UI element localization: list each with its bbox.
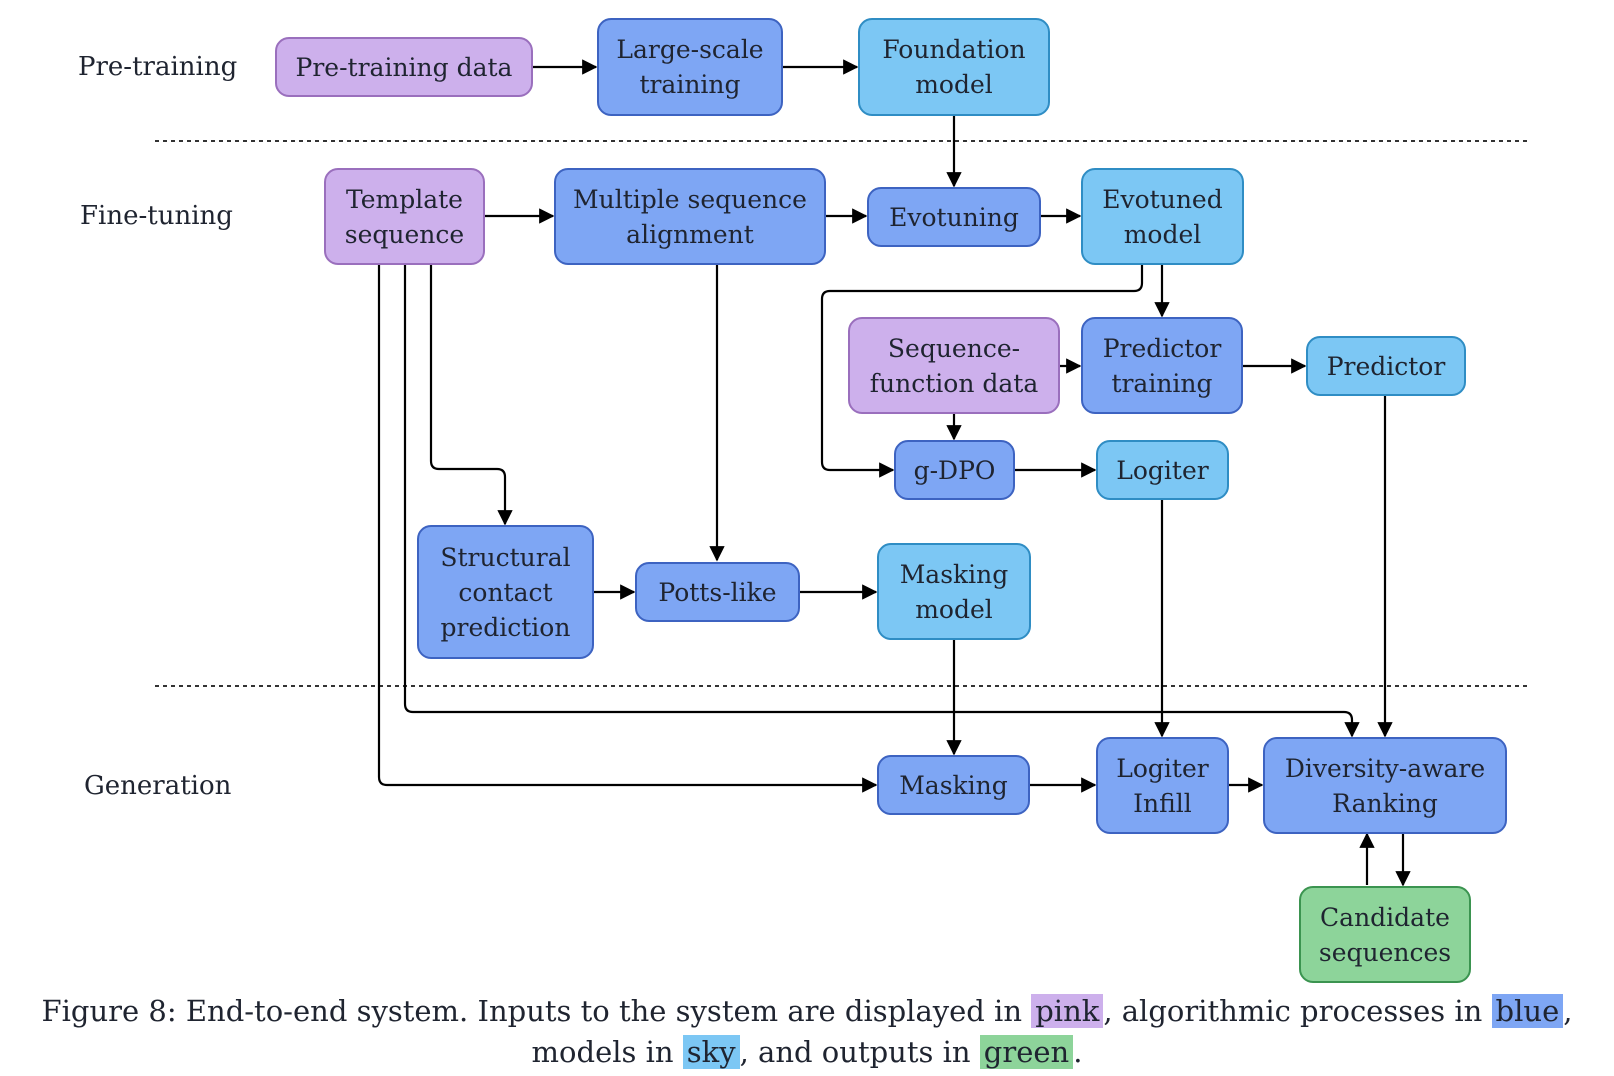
node-gdpo: g-DPO <box>894 440 1015 500</box>
node-sequence-function-data-label: Sequence- function data <box>869 333 1039 398</box>
node-foundation-model: Foundation model <box>858 18 1050 116</box>
node-gdpo-label: g-DPO <box>913 455 996 485</box>
edge-template-to-masking <box>377 265 878 793</box>
caption-prefix: Figure 8: End-to-end system. Inputs to t… <box>41 994 1023 1028</box>
node-evotuned-model-label: Evotuned model <box>1102 184 1223 249</box>
node-potts-like-label: Potts-like <box>658 577 777 607</box>
node-logiter-infill: Logiter Infill <box>1096 737 1229 834</box>
edge-template-to-structural <box>429 265 513 526</box>
node-logiter-label: Logiter <box>1116 455 1209 485</box>
node-msa: Multiple sequence alignment <box>554 168 826 265</box>
node-evotuning: Evotuning <box>867 187 1041 247</box>
node-logiter: Logiter <box>1096 440 1229 500</box>
node-large-scale-training-label: Large-scale training <box>616 35 764 99</box>
edge-evotuned-to-gdpo <box>820 265 1144 478</box>
node-candidate-sequences: Candidate sequences <box>1299 886 1471 983</box>
node-template-sequence-label: Template sequence <box>344 184 465 249</box>
caption-end: . <box>1073 1035 1083 1069</box>
node-msa-label: Multiple sequence alignment <box>573 184 807 249</box>
node-evotuned-model: Evotuned model <box>1081 168 1244 265</box>
caption-sky-swatch: sky <box>682 1035 740 1069</box>
node-structural-contact: Structural contact prediction <box>417 525 594 659</box>
node-masking-label: Masking <box>899 770 1008 800</box>
node-predictor: Predictor <box>1306 336 1466 396</box>
caption-blue-swatch: blue <box>1491 994 1564 1028</box>
caption-after-sky: , and outputs in <box>739 1035 971 1069</box>
node-diversity-ranking-label: Diversity-aware Ranking <box>1284 753 1486 818</box>
node-large-scale-training: Large-scale training <box>597 18 783 116</box>
node-structural-contact-label: Structural contact prediction <box>440 542 571 642</box>
node-foundation-model-label: Foundation model <box>882 35 1026 99</box>
node-masking-model-label: Masking model <box>899 559 1009 624</box>
node-sequence-function-data: Sequence- function data <box>848 317 1060 414</box>
node-potts-like: Potts-like <box>635 562 800 622</box>
node-candidate-sequences-label: Candidate sequences <box>1318 902 1452 967</box>
stage-label-pretraining: Pre-training <box>78 52 238 82</box>
caption-pink-swatch: pink <box>1031 994 1104 1028</box>
node-predictor-training: Predictor training <box>1081 317 1243 414</box>
edge-template-to-ranking <box>403 265 1360 738</box>
node-evotuning-label: Evotuning <box>889 202 1019 232</box>
node-predictor-training-label: Predictor training <box>1102 333 1222 398</box>
node-masking: Masking <box>877 755 1030 815</box>
figure-caption: Figure 8: End-to-end system. Inputs to t… <box>0 991 1614 1073</box>
node-pretraining-data-label: Pre-training data <box>295 52 513 82</box>
node-diversity-ranking: Diversity-aware Ranking <box>1263 737 1507 834</box>
node-pretraining-data: Pre-training data <box>275 37 533 97</box>
stage-label-generation: Generation <box>84 771 232 801</box>
node-logiter-infill-label: Logiter Infill <box>1116 753 1209 818</box>
caption-green-swatch: green <box>979 1035 1074 1069</box>
caption-after-pink: , algorithmic processes in <box>1103 994 1483 1028</box>
stage-label-finetuning: Fine-tuning <box>80 201 233 231</box>
node-masking-model: Masking model <box>877 543 1031 640</box>
node-template-sequence: Template sequence <box>324 168 485 265</box>
caption-after-blue: , models in <box>531 994 1573 1069</box>
node-predictor-label: Predictor <box>1326 351 1446 381</box>
